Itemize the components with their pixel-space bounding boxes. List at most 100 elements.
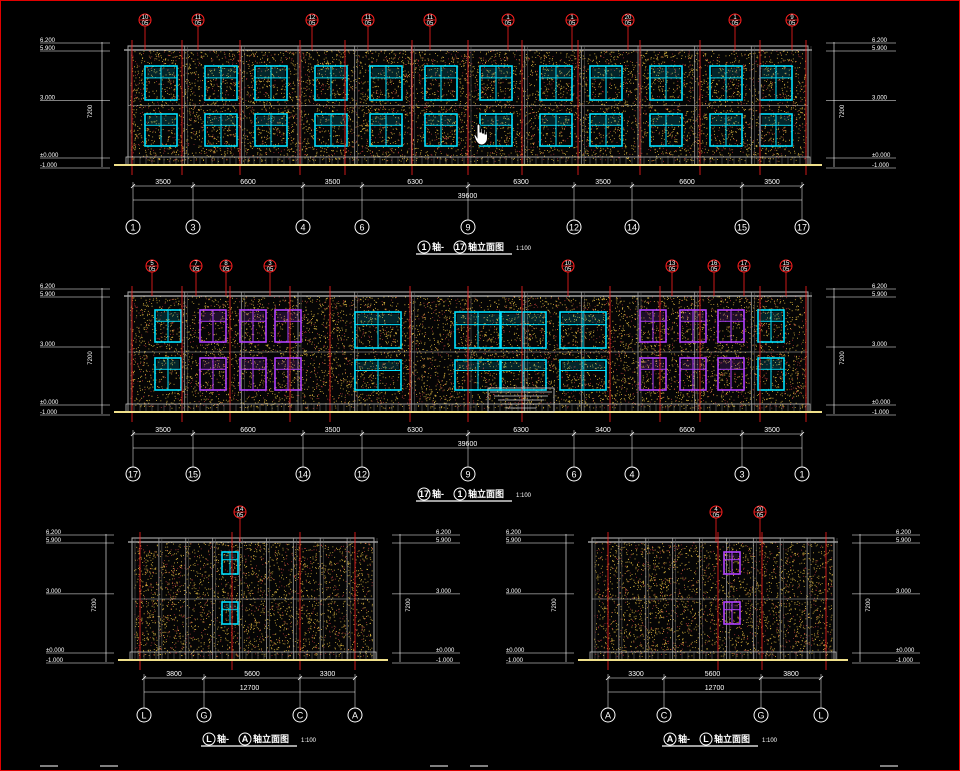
window-glass xyxy=(502,314,544,324)
window-glass xyxy=(427,116,455,125)
level-mark-right: ±0.000 xyxy=(896,648,915,654)
title-axis-b: L xyxy=(703,734,709,744)
level-mark-right: 5.900 xyxy=(872,46,888,52)
vertical-dimension-text: 7200 xyxy=(866,598,872,612)
axis-label-bubble xyxy=(624,219,640,235)
title-name: 轴立面图 xyxy=(468,488,504,499)
title-name: 轴立面图 xyxy=(714,733,750,744)
level-mark-left: 6.200 xyxy=(40,38,56,44)
window-glass xyxy=(652,116,680,125)
elevation-e4[interactable]: 6.2005.9003.000±0.000-1.0006.2005.9003.0… xyxy=(506,505,920,747)
detail-tag-number: 1 xyxy=(506,15,510,21)
axis-label-bubble xyxy=(136,707,152,723)
dimension-text: 3500 xyxy=(155,179,171,186)
dimension-text: 3800 xyxy=(783,671,799,678)
detail-tag-number: 8 xyxy=(224,261,228,267)
level-mark-right: 6.200 xyxy=(872,284,888,290)
window-glass xyxy=(712,68,740,77)
detail-tag-sheet: 05 xyxy=(309,21,316,27)
level-mark-left: 3.000 xyxy=(46,589,62,595)
axis-label: 12 xyxy=(357,470,367,480)
dimension-total: 12700 xyxy=(240,685,260,692)
level-mark-left: -1.000 xyxy=(40,410,58,416)
title-name: 轴立面图 xyxy=(468,241,504,252)
axis-label-bubble xyxy=(354,219,370,235)
title-axis-bubble xyxy=(699,732,713,746)
level-mark-right: ±0.000 xyxy=(872,153,891,159)
axis-label: L xyxy=(141,711,146,721)
dimension-text: 3300 xyxy=(320,671,336,678)
detail-tag-sheet: 05 xyxy=(427,21,434,27)
window-glass xyxy=(762,116,790,125)
axis-label: 4 xyxy=(300,223,305,233)
axis-label-bubble xyxy=(185,466,201,482)
detail-tag-sheet: 05 xyxy=(732,21,739,27)
window-glass xyxy=(147,68,175,77)
window-glass xyxy=(357,314,399,324)
level-mark-left: 5.900 xyxy=(46,538,62,544)
elevation-e1[interactable]: 6.2005.9003.000±0.000-1.0006.2005.9003.0… xyxy=(40,13,896,255)
dimension-text: 3800 xyxy=(166,671,182,678)
window-glass xyxy=(502,362,544,370)
axis-label-bubble xyxy=(347,707,363,723)
detail-tag-sheet: 05 xyxy=(711,267,718,273)
level-mark-left: ±0.000 xyxy=(46,648,65,654)
title-separator: 轴- xyxy=(432,488,444,499)
axis-label-bubble xyxy=(566,219,582,235)
window-glass xyxy=(277,312,299,321)
axis-label-bubble xyxy=(794,219,810,235)
detail-tag-sheet: 05 xyxy=(223,267,230,273)
detail-tag-sheet: 05 xyxy=(505,21,512,27)
window-glass xyxy=(642,360,664,369)
dimension-text: 6300 xyxy=(513,179,529,186)
axis-label-bubble xyxy=(185,219,201,235)
window-glass xyxy=(726,554,738,559)
axis-label: 14 xyxy=(298,470,308,480)
window-glass xyxy=(457,314,499,324)
axis-label-bubble xyxy=(734,466,750,482)
detail-tag-sheet: 05 xyxy=(142,21,149,27)
axis-label-bubble xyxy=(734,219,750,235)
detail-tag-sheet: 05 xyxy=(741,267,748,273)
elevation-e3[interactable]: 6.2005.9003.000±0.000-1.0006.2005.9003.0… xyxy=(46,505,460,747)
title-axis-bubble xyxy=(417,240,431,254)
detail-tag-number: 11 xyxy=(365,15,372,21)
window-glass xyxy=(682,360,704,369)
window-glass xyxy=(592,68,620,77)
window-glass xyxy=(257,68,285,77)
dimension-total: 39600 xyxy=(458,441,478,448)
title-scale: 1:100 xyxy=(516,493,532,499)
window-glass xyxy=(202,360,224,369)
detail-tag-number: 16 xyxy=(711,261,718,267)
hand-pointer-shape xyxy=(473,123,488,146)
dimension-text: 6600 xyxy=(240,427,256,434)
axis-label-bubble xyxy=(794,466,810,482)
detail-tag-sheet: 05 xyxy=(569,21,576,27)
window-glass xyxy=(482,116,510,125)
window-glass xyxy=(720,312,742,321)
dimension-text: 3300 xyxy=(628,671,644,678)
level-mark-right: ±0.000 xyxy=(872,400,891,406)
level-mark-right: 6.200 xyxy=(436,530,452,536)
elevation-e2[interactable]: 6.2005.9003.000±0.000-1.0006.2005.9003.0… xyxy=(40,259,896,502)
entrance-stairs xyxy=(487,387,555,413)
detail-tag-number: 20 xyxy=(625,15,632,21)
dimension-text: 3500 xyxy=(325,179,341,186)
window-glass xyxy=(562,362,604,370)
axis-label-bubble xyxy=(624,466,640,482)
hand-pointer-icon[interactable] xyxy=(473,123,488,146)
axis-label-bubble xyxy=(125,466,141,482)
detail-tag-sheet: 05 xyxy=(713,513,720,519)
vertical-dimension-text: 7200 xyxy=(406,598,412,612)
title-axis-bubble xyxy=(238,732,252,746)
window-glass xyxy=(482,68,510,77)
title-axis-b: A xyxy=(242,734,249,744)
window-glass xyxy=(760,360,782,369)
title-axis-bubble xyxy=(453,240,467,254)
dimension-text: 3500 xyxy=(764,427,780,434)
axis-label: 14 xyxy=(627,223,637,233)
title-scale: 1:100 xyxy=(516,246,532,252)
